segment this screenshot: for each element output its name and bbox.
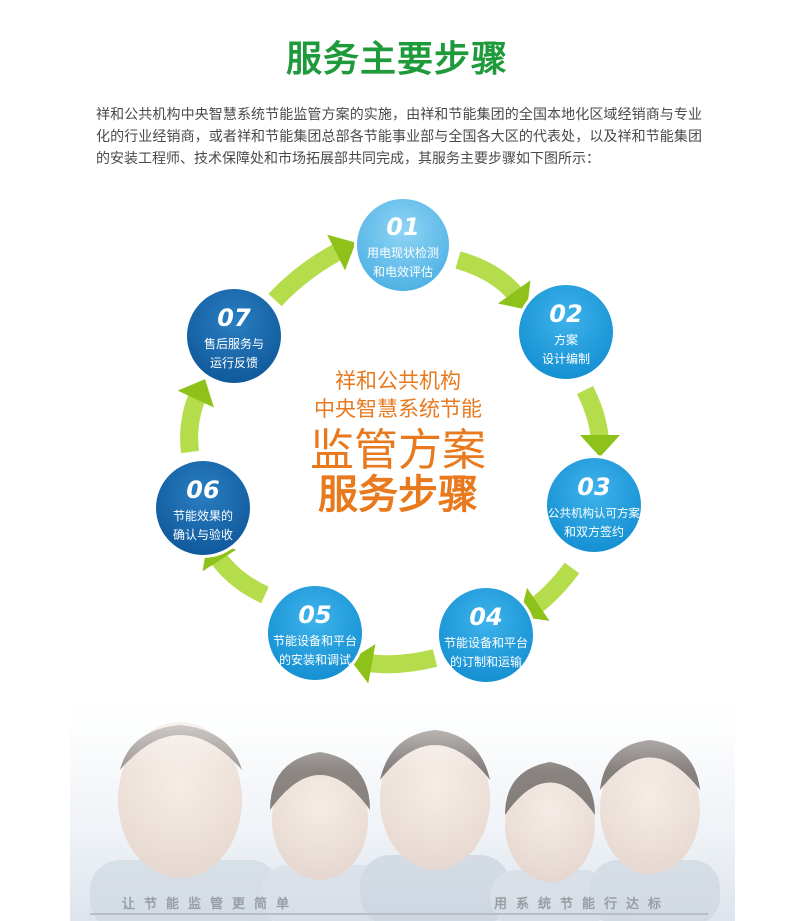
step-label-line-1: 方案: [554, 332, 578, 347]
step-label-line-2: 和双方签约: [564, 524, 624, 539]
cycle-arrowhead-4: [350, 644, 376, 684]
page-title: 服务主要步骤: [285, 39, 508, 80]
step-label-line-1: 售后服务与: [204, 336, 264, 351]
step-circle: [268, 586, 362, 680]
intro-paragraph: 祥和公共机构中央智慧系统节能监管方案的实施，由祥和节能集团的全国本地化区域经销商…: [96, 107, 702, 167]
step-number: 05: [298, 601, 331, 629]
step-circle: [519, 285, 613, 379]
step-label-line-2: 运行反馈: [210, 356, 258, 370]
step-label-line-1: 用电现状检测: [367, 245, 439, 260]
step-number: 06: [186, 476, 219, 504]
step-label-line-2: 的安装和调试: [279, 652, 351, 667]
cycle-arrowhead-6: [177, 379, 214, 408]
step-circle: [156, 461, 250, 555]
slogan-right: 用系统节能行达标: [494, 897, 671, 912]
team-photo-illustration: [70, 690, 735, 921]
bottom-divider: [90, 913, 708, 915]
step-label-line-2: 和电效评估: [373, 264, 433, 279]
step-label-line-2: 的订制和运输: [450, 654, 522, 669]
step-circle: [187, 289, 281, 383]
center-line-4: 服务步骤: [318, 472, 478, 518]
cycle-arrowhead-1: [497, 280, 531, 310]
step-circle: [439, 588, 533, 682]
step-circle: [547, 458, 641, 552]
center-line-3: 监管方案: [310, 425, 486, 476]
center-caption: 祥和公共机构 中央智慧系统节能 监管方案 服务步骤: [310, 369, 486, 518]
step-number: 02: [549, 300, 582, 328]
team-photo: [70, 690, 735, 921]
step-number: 01: [386, 213, 419, 241]
cycle-arrowhead-2: [580, 435, 620, 457]
cycle-arrow-7: [268, 239, 350, 307]
step-label-line-2: 设计编制: [542, 351, 590, 366]
slogan-left: 让节能监管更简单: [122, 897, 299, 912]
step-label-line-1: 节能设备和平台: [273, 633, 357, 648]
center-line-1: 祥和公共机构: [335, 369, 461, 393]
step-circle: [357, 199, 449, 291]
step-label-line-2: 确认与验收: [173, 527, 233, 542]
step-label-line-1: 节能效果的: [173, 508, 233, 523]
cycle-arrow-4: [360, 649, 438, 674]
cycle-arrowhead-7: [327, 234, 356, 271]
step-number: 07: [217, 304, 251, 332]
step-number: 03: [577, 473, 610, 501]
step-label-line-1: 节能设备和平台: [444, 635, 528, 650]
step-number: 04: [469, 603, 502, 631]
cycle-arrow-1: [455, 251, 528, 306]
center-line-2: 中央智慧系统节能: [314, 397, 482, 421]
step-label-line-1: 公共机构认可方案: [548, 506, 640, 520]
